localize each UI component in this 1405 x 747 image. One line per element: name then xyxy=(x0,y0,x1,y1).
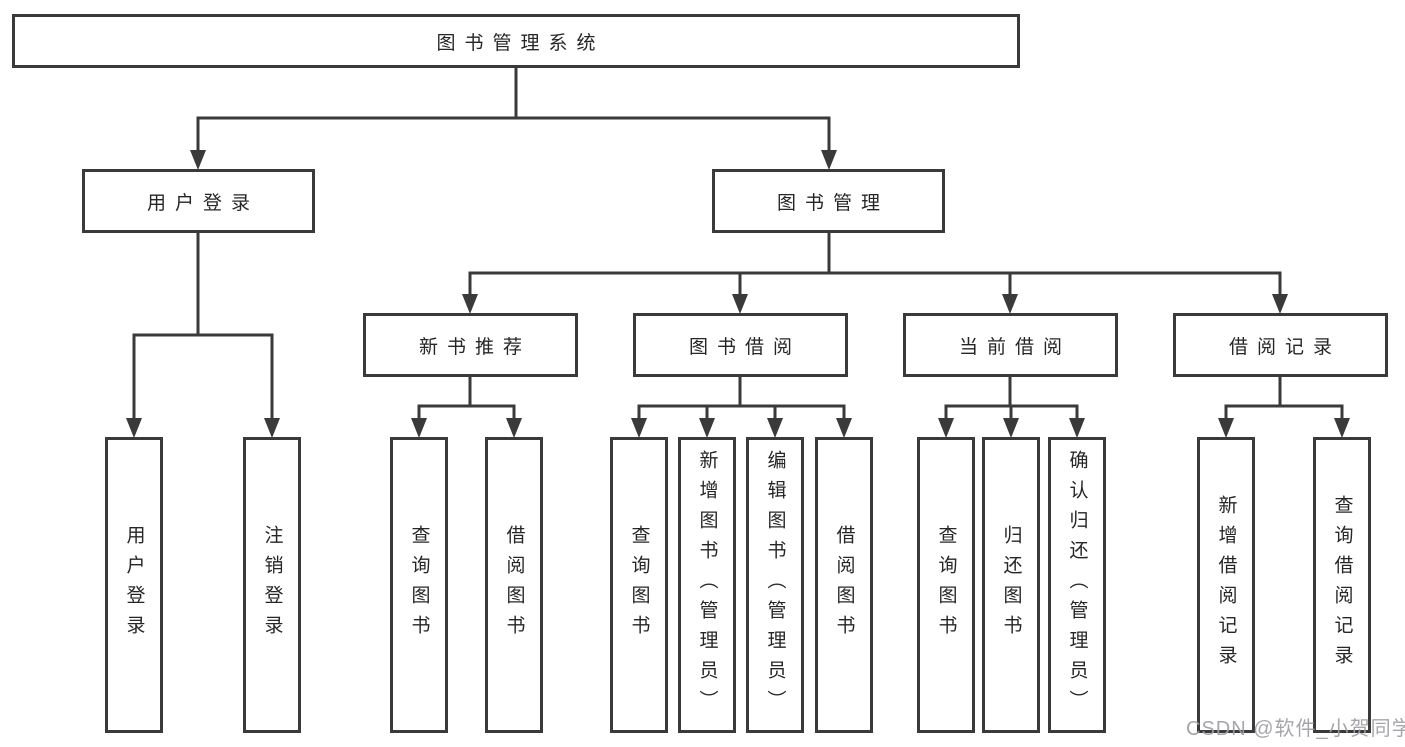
connector-userlogin-branch xyxy=(132,233,274,420)
node-current-borrow: 当前借阅 xyxy=(903,313,1118,377)
leaf-label: 新增图书（管理员） xyxy=(696,450,718,720)
leaf-borrow-book: 借阅图书 xyxy=(815,437,873,733)
csdn-watermark: CSDN @软件_小贺同学 xyxy=(1186,718,1405,740)
leaf-label: 编辑图书（管理员） xyxy=(764,450,786,720)
arrowhead xyxy=(699,418,715,438)
leaf-label: 新增借阅记录 xyxy=(1215,495,1237,675)
arrowhead xyxy=(732,294,748,314)
leaf-edit-book-admin: 编辑图书（管理员） xyxy=(746,437,804,733)
leaf-label: 用户登录 xyxy=(123,525,145,645)
leaf-label: 确认归还（管理员） xyxy=(1066,450,1088,720)
leaf-label: 借阅图书 xyxy=(503,525,525,645)
leaf-borrow-book-recommend: 借阅图书 xyxy=(485,437,543,733)
leaf-query-borrow-record: 查询借阅记录 xyxy=(1313,437,1371,733)
leaf-label: 查询图书 xyxy=(935,525,957,645)
connector-newbook-branch xyxy=(417,377,516,420)
leaf-add-borrow-record: 新增借阅记录 xyxy=(1197,437,1255,733)
leaf-label: 查询图书 xyxy=(408,525,430,645)
node-root-system: 图书管理系统 xyxy=(12,14,1020,68)
node-borrow-records: 借阅记录 xyxy=(1173,313,1388,377)
node-user-login: 用户登录 xyxy=(82,169,315,233)
connector-root-to-level2 xyxy=(196,66,831,152)
arrowhead xyxy=(126,418,142,438)
arrowhead xyxy=(411,418,427,438)
arrowhead xyxy=(1218,418,1234,438)
arrowhead xyxy=(821,150,837,170)
leaf-label: 查询借阅记录 xyxy=(1331,495,1353,675)
leaf-query-book-current: 查询图书 xyxy=(917,437,975,733)
leaf-user-login: 用户登录 xyxy=(105,437,163,733)
node-book-borrow: 图书借阅 xyxy=(633,313,848,377)
arrowhead xyxy=(1002,294,1018,314)
arrowhead xyxy=(631,418,647,438)
arrowhead xyxy=(836,418,852,438)
arrowhead xyxy=(938,418,954,438)
node-book-management: 图书管理 xyxy=(712,169,945,233)
leaf-logout: 注销登录 xyxy=(243,437,301,733)
leaf-label: 归还图书 xyxy=(1000,525,1022,645)
arrowhead xyxy=(1003,418,1019,438)
connector-bookborrow-branch xyxy=(637,377,846,420)
leaf-label: 注销登录 xyxy=(261,525,283,645)
leaf-query-book-borrow: 查询图书 xyxy=(610,437,668,733)
arrowhead xyxy=(190,150,206,170)
arrowhead xyxy=(462,294,478,314)
leaf-confirm-return-admin: 确认归还（管理员） xyxy=(1048,437,1106,733)
arrowhead xyxy=(1069,418,1085,438)
connector-currentborrow-branch xyxy=(944,377,1079,420)
leaf-return-book: 归还图书 xyxy=(982,437,1040,733)
leaf-label: 借阅图书 xyxy=(833,525,855,645)
arrowhead xyxy=(506,418,522,438)
connector-bookmgmt-branch xyxy=(468,233,1282,296)
arrowhead xyxy=(264,418,280,438)
node-new-book-recommend: 新书推荐 xyxy=(363,313,578,377)
leaf-add-book-admin: 新增图书（管理员） xyxy=(678,437,736,733)
arrowhead xyxy=(1334,418,1350,438)
connector-borrowrecords-branch xyxy=(1224,377,1344,420)
arrowhead xyxy=(1272,294,1288,314)
leaf-query-book-recommend: 查询图书 xyxy=(390,437,448,733)
arrowhead xyxy=(767,418,783,438)
leaf-label: 查询图书 xyxy=(628,525,650,645)
